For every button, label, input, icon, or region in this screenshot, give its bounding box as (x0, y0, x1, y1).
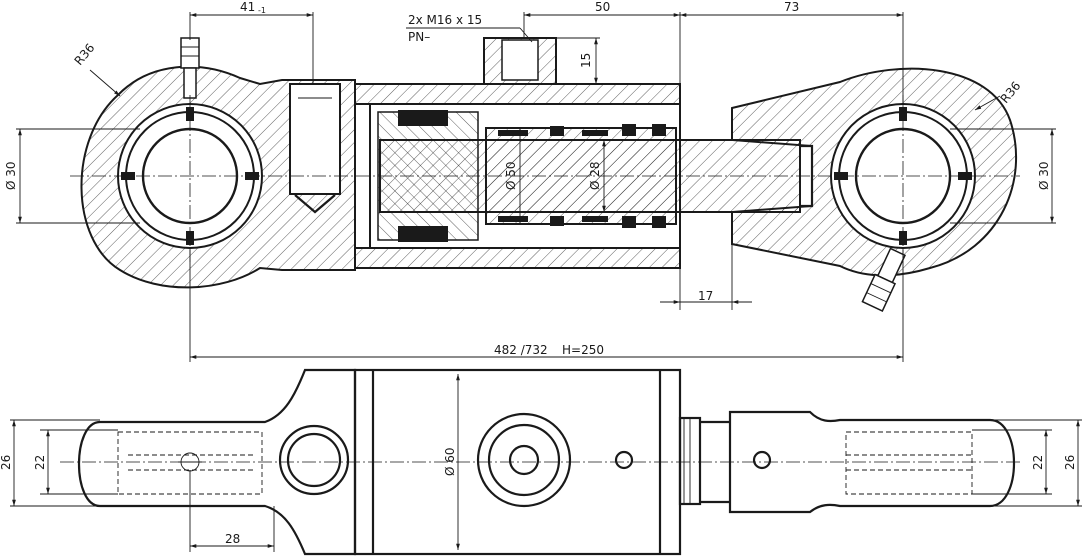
dim-26-left: 26 (0, 455, 13, 470)
bottom-plan-view: 26 22 Ø 60 22 26 28 (0, 368, 1082, 556)
dim-22-right: 22 (1031, 455, 1045, 470)
dim-28: 28 (225, 532, 240, 546)
top-section-view: 41 -1 2x M16 x 15 PN– 50 73 15 R36 R36 Ø… (4, 0, 1056, 362)
grease-nipple-right (861, 247, 906, 312)
dim-73: 73 (784, 0, 799, 14)
dia-30-right: Ø 30 (1037, 161, 1051, 190)
plug (289, 83, 341, 195)
dia-60: Ø 60 (443, 447, 457, 476)
dim-26-right: 26 (1063, 455, 1077, 470)
radius-left: R36 (72, 41, 98, 68)
dia-50: Ø 50 (504, 161, 518, 190)
dim-22-left: 22 (33, 455, 47, 470)
bleed-hole (614, 450, 634, 470)
radius-right: R36 (998, 79, 1024, 106)
left-eye-plate (77, 368, 357, 556)
grease-nipple-left (180, 37, 200, 99)
dim-41-tolerance: -1 (258, 6, 266, 15)
seals (398, 110, 666, 242)
thread-note: 2x M16 x 15 (408, 13, 482, 27)
pn-note: PN– (408, 30, 430, 44)
dia-30-left: Ø 30 (4, 161, 18, 190)
right-bleed-hole (752, 450, 772, 470)
port-left (278, 424, 350, 496)
dim-50: 50 (595, 0, 610, 14)
overall-length: 482 /732 (494, 343, 548, 357)
port-main (476, 412, 572, 508)
dim-15: 15 (579, 53, 593, 68)
dim-17: 17 (698, 289, 713, 303)
cylinder-barrel (354, 83, 681, 105)
stroke: H=250 (562, 343, 604, 357)
right-eye-plate (728, 410, 1015, 514)
dim-41: 41 (240, 0, 255, 14)
dia-28: Ø 28 (588, 161, 602, 190)
